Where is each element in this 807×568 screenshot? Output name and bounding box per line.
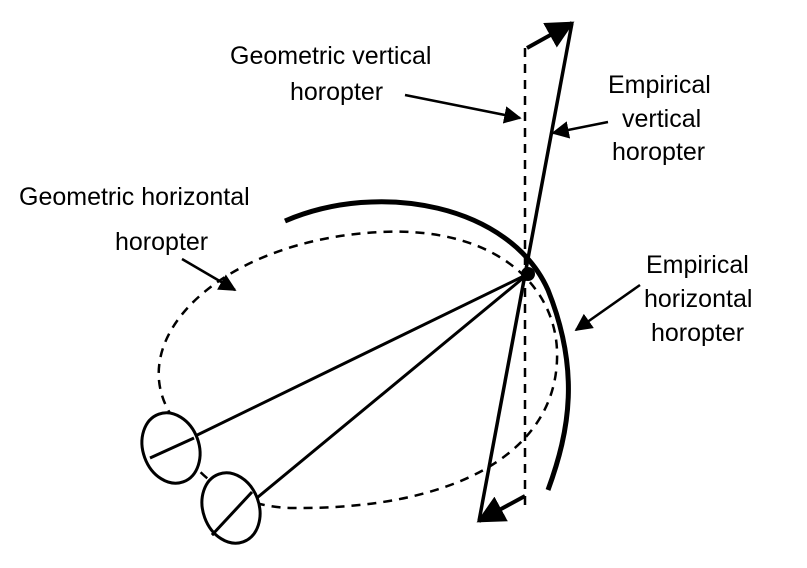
pointer-geometric-horizontal (181, 257, 237, 292)
empirical-horizontal-horopter-arc (284, 199, 571, 491)
left-eye-visual-line (149, 272, 529, 460)
right-eye-visual-line (211, 272, 529, 537)
empirical-vertical-top-arrowhead (526, 21, 575, 50)
pointer-empirical-vertical (551, 120, 609, 139)
right-eye-axis (210, 490, 254, 537)
label-empirical-vertical-line3: horopter (612, 138, 705, 166)
right-eye (200, 471, 262, 545)
pointer-geometric-vertical (404, 93, 522, 124)
fixation-point (521, 267, 535, 281)
pointer-empirical-horizontal (574, 283, 641, 332)
left-eye-axis (149, 436, 195, 460)
label-empirical-vertical-line2: vertical (622, 105, 701, 133)
geometric-horizontal-horopter-circle (157, 230, 559, 510)
label-geometric-vertical-line1: Geometric vertical (230, 42, 431, 70)
label-geometric-vertical-line2: horopter (290, 78, 383, 106)
label-geometric-horizontal-line1: Geometric horizontal (19, 183, 250, 211)
label-empirical-horizontal-line1: Empirical (646, 251, 749, 279)
label-empirical-horizontal-line3: horopter (651, 319, 744, 347)
label-empirical-horizontal-line2: horizontal (644, 285, 752, 313)
empirical-vertical-bottom-arrowhead (476, 494, 526, 523)
label-empirical-vertical-line1: Empirical (608, 71, 711, 99)
label-geometric-horizontal-line2: horopter (115, 228, 208, 256)
